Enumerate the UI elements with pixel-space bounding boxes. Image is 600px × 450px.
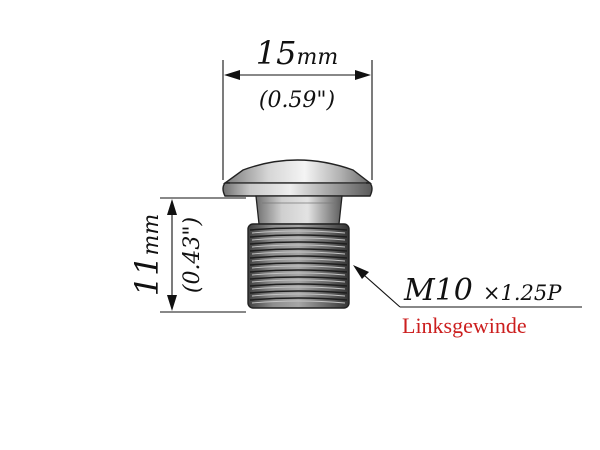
width-number: 15: [256, 34, 297, 72]
thread-highlight: [251, 265, 346, 269]
thread-size: M10: [403, 273, 473, 308]
thread-crest: [249, 297, 348, 301]
width-dimension: 15mm (0.59"): [222, 34, 373, 180]
height-dimension: 11mm (0.43"): [128, 197, 246, 313]
thread-crest: [249, 276, 348, 280]
width-unit: mm: [296, 45, 338, 70]
height-unit: mm: [139, 214, 164, 256]
thread-highlight: [251, 237, 346, 241]
screw-illustration: [222, 159, 373, 309]
thread-crest: [249, 283, 348, 287]
thread-highlight: [251, 293, 346, 297]
width-arrow-left: [224, 70, 240, 80]
screw-head-flange: [222, 182, 373, 197]
height-number: 11: [128, 256, 166, 297]
thread-lines: [249, 227, 348, 304]
height-value: 11mm: [128, 214, 166, 296]
width-value: 15mm: [256, 34, 338, 72]
thread-highlight: [251, 230, 346, 234]
thread-highlight: [251, 244, 346, 248]
thread-crest: [249, 248, 348, 252]
thread-highlight: [251, 258, 346, 262]
thread-crest: [249, 262, 348, 266]
thread-highlight: [251, 300, 346, 304]
thread-highlight: [251, 272, 346, 276]
thread-crest: [249, 255, 348, 259]
width-imperial: (0.59"): [259, 88, 335, 113]
thread-callout: M10 ×1.25P Linksgewinde: [353, 265, 582, 338]
thread-highlight: [251, 251, 346, 255]
thread-note: Linksgewinde: [402, 313, 527, 338]
screw-neck: [255, 195, 343, 225]
height-arrow-top: [167, 199, 177, 215]
height-imperial: (0.43"): [180, 217, 205, 293]
screw-head-dome: [222, 159, 373, 184]
width-arrow-right: [355, 70, 371, 80]
thread-leader-arrow: [353, 265, 369, 279]
thread-highlight: [251, 279, 346, 283]
thread-highlight: [251, 286, 346, 290]
thread-crest: [249, 234, 348, 238]
height-arrow-bottom: [167, 295, 177, 311]
thread-crest: [249, 290, 348, 294]
thread-crest: [249, 269, 348, 273]
thread-size-label: M10 ×1.25P: [403, 273, 562, 308]
thread-crest: [249, 241, 348, 245]
thread-crest: [249, 227, 348, 231]
thread-pitch: ×1.25P: [483, 281, 562, 305]
